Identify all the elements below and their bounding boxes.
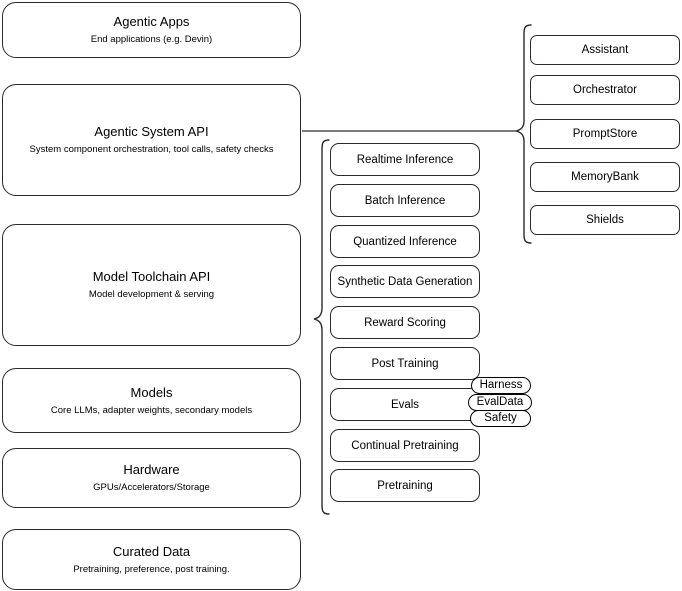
capability-label: Synthetic Data Generation [337,275,473,288]
capability-label: Batch Inference [364,194,446,207]
component-card-shields[interactable]: Shields [530,205,680,235]
capability-label: Pretraining [377,479,433,492]
layer-card-models[interactable]: Models Core LLMs, adapter weights, secon… [2,368,301,433]
capability-card-realtime-inference[interactable]: Realtime Inference [330,143,480,176]
capability-label: Post Training [371,357,439,370]
layer-subtitle: Pretraining, preference, post training. [73,563,230,575]
connector-agentic-system-to-components [302,130,516,132]
component-label: Orchestrator [573,84,637,96]
capability-label: Evals [390,398,420,411]
capability-label: Quantized Inference [353,235,457,248]
layer-title: Agentic Apps [113,14,190,29]
capability-card-evals[interactable]: Evals [330,388,480,421]
evals-badge-harness[interactable]: Harness [471,377,531,394]
layer-title: Curated Data [112,543,191,559]
capability-label: Reward Scoring [364,316,446,329]
layer-card-hardware[interactable]: Hardware GPUs/Accelerators/Storage [2,448,301,508]
layer-subtitle: End applications (e.g. Devin) [90,34,213,45]
component-label: PromptStore [572,128,638,140]
layer-subtitle: GPUs/Accelerators/Storage [93,482,210,493]
layer-title: Model Toolchain API [92,269,211,284]
component-label: MemoryBank [571,171,639,183]
layer-card-agentic-system-api[interactable]: Agentic System API System component orch… [2,84,301,196]
brace-toolchain-capabilities [313,139,330,515]
capability-card-post-training[interactable]: Post Training [330,347,480,380]
evals-badge-label: Safety [484,412,517,424]
component-label: Assistant [581,44,629,56]
component-card-assistant[interactable]: Assistant [530,35,680,65]
capability-label: Continual Pretraining [351,439,459,452]
layer-subtitle: Core LLMs, adapter weights, secondary mo… [50,404,253,416]
component-card-orchestrator[interactable]: Orchestrator [530,75,680,105]
brace-agentic-components [515,24,532,244]
layer-subtitle: Model development & serving [88,289,215,300]
layer-card-agentic-apps[interactable]: Agentic Apps End applications (e.g. Devi… [2,2,301,58]
layer-title: Models [130,384,173,400]
evals-badge-label: Harness [479,379,523,391]
capability-card-batch-inference[interactable]: Batch Inference [330,184,480,217]
component-label: Shields [586,214,624,226]
capability-card-synthetic-data-generation[interactable]: Synthetic Data Generation [330,265,480,298]
component-card-memorybank[interactable]: MemoryBank [530,162,680,192]
capability-card-quantized-inference[interactable]: Quantized Inference [330,225,480,258]
layer-title: Agentic System API [94,124,209,139]
capability-card-reward-scoring[interactable]: Reward Scoring [330,306,480,339]
layer-card-model-toolchain-api[interactable]: Model Toolchain API Model development & … [2,224,301,346]
evals-badge-label: EvalData [476,396,524,408]
layer-title: Hardware [123,462,180,477]
capability-card-continual-pretraining[interactable]: Continual Pretraining [330,429,480,462]
layer-subtitle: System component orchestration, tool cal… [29,144,274,155]
layer-card-curated-data[interactable]: Curated Data Pretraining, preference, po… [2,529,301,590]
component-card-promptstore[interactable]: PromptStore [530,119,680,149]
evals-badge-evaldata[interactable]: EvalData [468,394,532,411]
evals-badge-safety[interactable]: Safety [470,410,531,427]
capability-label: Realtime Inference [356,153,454,166]
capability-card-pretraining[interactable]: Pretraining [330,469,480,502]
